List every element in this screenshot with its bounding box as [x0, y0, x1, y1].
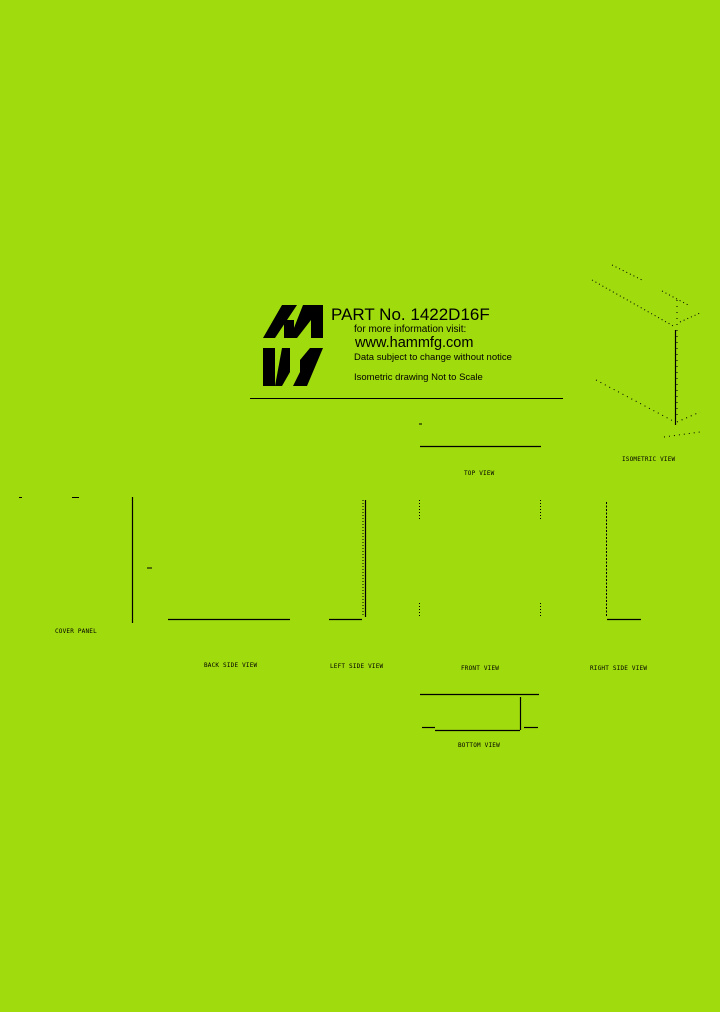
right-side-view-label: RIGHT SIDE VIEW — [590, 665, 648, 672]
right-side-view-drawing — [606, 502, 641, 621]
front-view-label: FRONT VIEW — [461, 665, 500, 672]
back-side-view-label: BACK SIDE VIEW — [204, 662, 258, 669]
front-view-drawing — [419, 500, 541, 617]
back-side-view-drawing — [147, 567, 290, 621]
top-view-label: TOP VIEW — [464, 470, 495, 477]
left-side-view-drawing — [329, 500, 367, 621]
bottom-view-label: BOTTOM VIEW — [458, 742, 500, 749]
bottom-view-drawing — [420, 693, 539, 732]
website-link[interactable]: www.hammfg.com — [355, 335, 474, 351]
isometric-view-label: ISOMETRIC VIEW — [622, 456, 676, 463]
hammond-logo — [263, 305, 323, 386]
scale-note: Isometric drawing Not to Scale — [354, 372, 483, 383]
cover-panel-label: COVER PANEL — [55, 628, 97, 635]
cover-panel-drawing — [19, 497, 134, 623]
left-side-view-label: LEFT SIDE VIEW — [330, 663, 384, 670]
isometric-view-drawing — [591, 264, 701, 438]
info-text: for more information visit: — [354, 324, 467, 335]
disclaimer: Data subject to change without notice — [354, 352, 512, 363]
part-number: PART No. 1422D16F — [331, 305, 490, 324]
top-view-drawing — [419, 423, 541, 448]
